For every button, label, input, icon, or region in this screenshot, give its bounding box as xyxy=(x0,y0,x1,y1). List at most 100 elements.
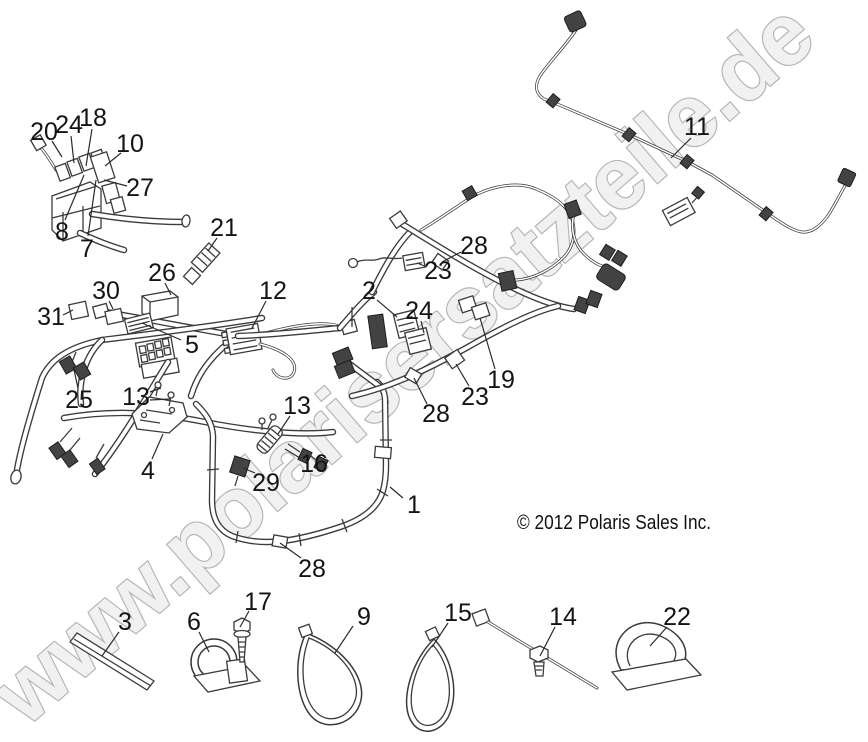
diagram-shape xyxy=(257,428,281,452)
callout-13-leader xyxy=(149,398,171,401)
diagram-shape xyxy=(297,623,314,639)
callout-4-leader xyxy=(151,433,164,460)
clip xyxy=(691,185,706,200)
callout-12-leader xyxy=(251,300,267,329)
connector xyxy=(563,199,582,220)
callout-5-12: 5 xyxy=(185,331,199,359)
callout-19-18: 19 xyxy=(487,366,515,394)
callout-19-leader xyxy=(479,317,496,370)
callout-16-leader xyxy=(284,448,301,459)
callout-21-leader xyxy=(207,237,218,252)
callout-15-leader xyxy=(431,622,449,648)
callout-2-leader xyxy=(376,299,398,318)
connector-29 xyxy=(228,455,251,478)
connector-block xyxy=(220,322,263,356)
diagram-shape xyxy=(403,326,433,356)
connector xyxy=(598,243,616,261)
diagram-shape xyxy=(237,636,247,663)
screw xyxy=(258,417,266,425)
connector xyxy=(837,167,857,188)
connector xyxy=(497,269,518,292)
diagram-shape xyxy=(223,346,231,355)
callout-6-leader xyxy=(198,631,210,653)
diagram-shape xyxy=(233,617,251,635)
diagram-shape xyxy=(610,658,703,691)
callout-24-leader xyxy=(70,135,75,164)
callout-30-9: 30 xyxy=(92,277,120,305)
diagram-shape xyxy=(190,242,221,274)
callout-17-leader xyxy=(239,610,250,628)
callout-12-11: 12 xyxy=(259,277,287,305)
callout-layer: 2024181027872126303112522423281119232825… xyxy=(30,104,710,657)
part-9-tie xyxy=(297,623,363,726)
part-17-bolt xyxy=(233,617,251,663)
clamp-28 xyxy=(403,366,423,385)
diagram-shape xyxy=(396,315,416,333)
wire-segment xyxy=(39,146,57,171)
diagram-shape xyxy=(73,638,152,687)
diagram-shape xyxy=(661,196,696,227)
tube-segment xyxy=(62,411,335,436)
part-14-cable-tie xyxy=(471,608,599,690)
callout-7-6: 7 xyxy=(80,235,94,263)
hardware-parts xyxy=(69,608,703,732)
clip xyxy=(621,126,637,143)
callout-28-16: 28 xyxy=(460,232,488,260)
callout-3-29: 3 xyxy=(118,608,132,636)
diagram-shape xyxy=(140,411,148,419)
callout-22-leader xyxy=(649,626,668,647)
diagram-shape xyxy=(153,340,163,350)
connector xyxy=(88,457,106,476)
diagram-shape xyxy=(220,331,229,339)
callout-23-15: 23 xyxy=(424,257,452,285)
diagram-shape xyxy=(147,351,157,361)
callout-18-leader xyxy=(85,128,93,167)
diagram-shape xyxy=(234,475,239,487)
callout-18-2: 18 xyxy=(79,104,107,132)
callout-14-leader xyxy=(539,626,556,657)
diagram-shape xyxy=(54,162,72,183)
tube-segment xyxy=(78,231,126,252)
callout-3-leader xyxy=(101,631,120,657)
diagram-shape xyxy=(29,133,48,152)
callout-31-10: 31 xyxy=(37,303,65,331)
diagram-shape xyxy=(181,214,191,228)
diagram-shape xyxy=(206,439,392,547)
callout-9-32: 9 xyxy=(357,603,371,631)
connector xyxy=(573,295,591,315)
wire-segment xyxy=(535,29,847,233)
callout-28-leader xyxy=(441,251,462,263)
callout-29-leader xyxy=(242,467,256,474)
diagram-shape xyxy=(402,251,426,272)
wire-segment xyxy=(259,343,296,379)
clamp-23 xyxy=(443,348,466,370)
callout-20-leader xyxy=(51,140,63,158)
callout-22-35: 22 xyxy=(663,603,691,631)
callout-20-0: 20 xyxy=(30,118,58,146)
wire-segment xyxy=(258,342,297,380)
callout-28-20: 28 xyxy=(422,400,450,428)
callout-15-33: 15 xyxy=(444,599,472,627)
connector xyxy=(596,263,626,291)
screw xyxy=(167,391,175,399)
callout-31-leader xyxy=(62,309,74,316)
callout-16-25: 16 xyxy=(300,450,328,478)
diagram-shape xyxy=(667,203,689,219)
part-22-clip xyxy=(610,621,703,691)
callout-23-leader xyxy=(416,262,428,268)
callout-11-17: 11 xyxy=(684,113,710,141)
connector xyxy=(72,361,92,381)
diagram-shape xyxy=(222,339,230,347)
callout-27-leader xyxy=(103,179,128,187)
diagram-shape xyxy=(146,342,155,352)
connector xyxy=(58,355,78,375)
ring-terminal xyxy=(347,257,359,269)
clip xyxy=(679,153,695,170)
clip xyxy=(461,184,478,202)
diagram-shape xyxy=(197,247,216,267)
diagram-shape xyxy=(168,406,176,414)
callout-8-leader xyxy=(64,174,85,221)
diagram-shape xyxy=(104,307,125,326)
diagram-shape xyxy=(182,266,202,286)
fuse-block xyxy=(123,312,155,335)
